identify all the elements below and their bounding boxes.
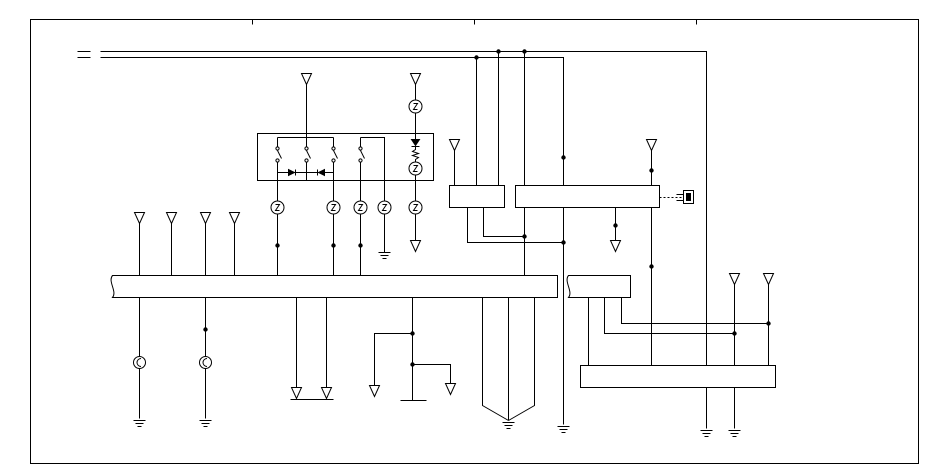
triangle-terminal-icon — [763, 273, 774, 285]
triangle-terminal-icon — [166, 212, 177, 224]
ground-icon — [728, 430, 741, 437]
triangle-terminal-icon — [134, 212, 145, 224]
bulb-icon — [408, 99, 423, 114]
switch-common-right — [360, 137, 385, 201]
junction-dot-icon — [275, 243, 280, 248]
switch-assembly — [257, 73, 434, 276]
secondary-bus-connector — [566, 275, 631, 298]
junction-dot-icon — [561, 240, 566, 245]
triangle-terminal-icon — [610, 240, 621, 252]
ground-icon — [378, 252, 391, 259]
control-unit-a — [449, 185, 505, 208]
control-unit-b — [515, 185, 660, 208]
switch-icon — [304, 137, 311, 170]
resistor-icon — [410, 146, 421, 163]
wire-374 — [374, 333, 413, 386]
junction-dot-icon — [358, 243, 363, 248]
ground-icon — [557, 426, 570, 433]
wire-top-1 — [100, 51, 707, 429]
sensor-icon — [133, 356, 146, 369]
switch-icon — [331, 137, 338, 170]
wire-621 — [621, 297, 769, 324]
wire-482-out — [482, 297, 509, 421]
junction-dot-icon — [496, 49, 501, 54]
wire-450 — [412, 364, 451, 384]
junction-dot-icon — [649, 168, 654, 173]
triangle-terminal-icon — [321, 387, 332, 399]
bulb-icon — [408, 161, 423, 176]
triangle-terminal-icon — [301, 73, 312, 85]
junction-dot-icon — [474, 55, 479, 60]
left-feeds — [134, 212, 240, 276]
triangle-terminal-icon — [445, 383, 456, 395]
junction-dot-icon — [649, 264, 654, 269]
sensor-icon — [199, 356, 212, 369]
wire-534-out — [508, 297, 535, 421]
diode-icon — [288, 168, 296, 177]
triangle-terminal-icon — [369, 385, 380, 397]
triangle-terminal-icon — [291, 387, 302, 399]
control-units — [449, 139, 694, 366]
triangle-terminal-icon — [410, 240, 421, 252]
control-unit-c — [580, 365, 776, 388]
ground-icon — [133, 420, 146, 427]
main-bus-connector — [110, 275, 558, 298]
diode-icon — [410, 139, 421, 147]
wire-467 — [467, 207, 564, 243]
junction-dot-icon — [203, 327, 208, 332]
triangle-terminal-icon — [229, 212, 240, 224]
switch-icon — [275, 137, 282, 170]
junction-dot-icon — [561, 155, 566, 160]
right-section — [580, 273, 776, 437]
junction-dot-icon — [522, 234, 527, 239]
ground-icon — [199, 420, 212, 427]
diode-icon — [317, 168, 325, 177]
frame-border — [30, 19, 919, 464]
connector-icon — [676, 190, 694, 204]
bulb-icon — [270, 200, 285, 215]
wire-top-2 — [100, 57, 564, 425]
junction-dot-icon — [522, 49, 527, 54]
wire-483 — [483, 207, 525, 237]
switch-icon — [358, 137, 365, 170]
junction-dot-icon — [732, 331, 737, 336]
triangle-terminal-icon — [200, 212, 211, 224]
frame — [30, 19, 919, 464]
junction-dot-icon — [331, 243, 336, 248]
ground-icon — [502, 422, 515, 429]
bulb-icon — [326, 200, 341, 215]
bus-outputs — [133, 297, 570, 433]
bulb-icon — [377, 200, 392, 215]
triangle-terminal-icon — [729, 273, 740, 285]
junction-dot-icon — [766, 321, 771, 326]
bulb-icon — [353, 200, 368, 215]
switch-box — [257, 133, 434, 181]
triangle-terminal-icon — [646, 139, 657, 151]
junction-dot-icon — [613, 223, 618, 228]
triangle-terminal-icon — [410, 73, 421, 85]
wire-604 — [604, 297, 735, 334]
ground-icon — [700, 430, 713, 437]
bulb-icon — [408, 200, 423, 215]
triangle-terminal-icon — [449, 139, 460, 151]
